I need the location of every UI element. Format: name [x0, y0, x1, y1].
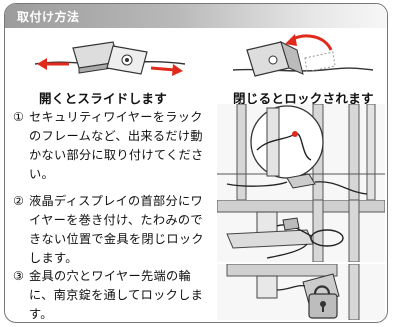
close-caption: 閉じるとロックされます: [233, 91, 374, 106]
step-text: 液晶ディスプレイの首部分にワイヤーを巻き付け、たわみのできない位置で金具を閉じロ…: [29, 194, 204, 265]
bracket-close-illustration: [233, 34, 373, 77]
section-header: 取付け方法: [5, 4, 387, 28]
step-2: ② 液晶ディスプレイの首部分にワイヤーを巻き付け、たわみのできない位置で金具を閉…: [13, 192, 209, 268]
step-text: 金具の穴とワイヤー先端の輪に、南京錠を通してロックします。: [29, 269, 204, 321]
step-3: ③ 金具の穴とワイヤー先端の輪に、南京錠を通してロックします。: [13, 267, 209, 322]
monitor-neck-illustration: [217, 200, 385, 262]
installation-card: 取付け方法 開くとスライドします 閉じるとロックされます ① セキュリティワ: [4, 3, 388, 323]
step-number: ②: [13, 194, 25, 208]
bracket-open-illustration: [35, 41, 185, 76]
step-number: ③: [13, 269, 25, 283]
open-caption: 開くとスライドします: [39, 91, 168, 106]
section-title: 取付け方法: [17, 10, 80, 24]
step-text: セキュリティワイヤーをラックのフレームなど、出来るだけ動かない部分に取り付けてく…: [29, 110, 204, 181]
step-number: ①: [13, 110, 25, 124]
padlock-illustration: [217, 264, 385, 320]
step-1: ① セキュリティワイヤーをラックのフレームなど、出来るだけ動かない部分に取り付け…: [13, 108, 209, 184]
rack-frame-illustration: [217, 104, 385, 200]
